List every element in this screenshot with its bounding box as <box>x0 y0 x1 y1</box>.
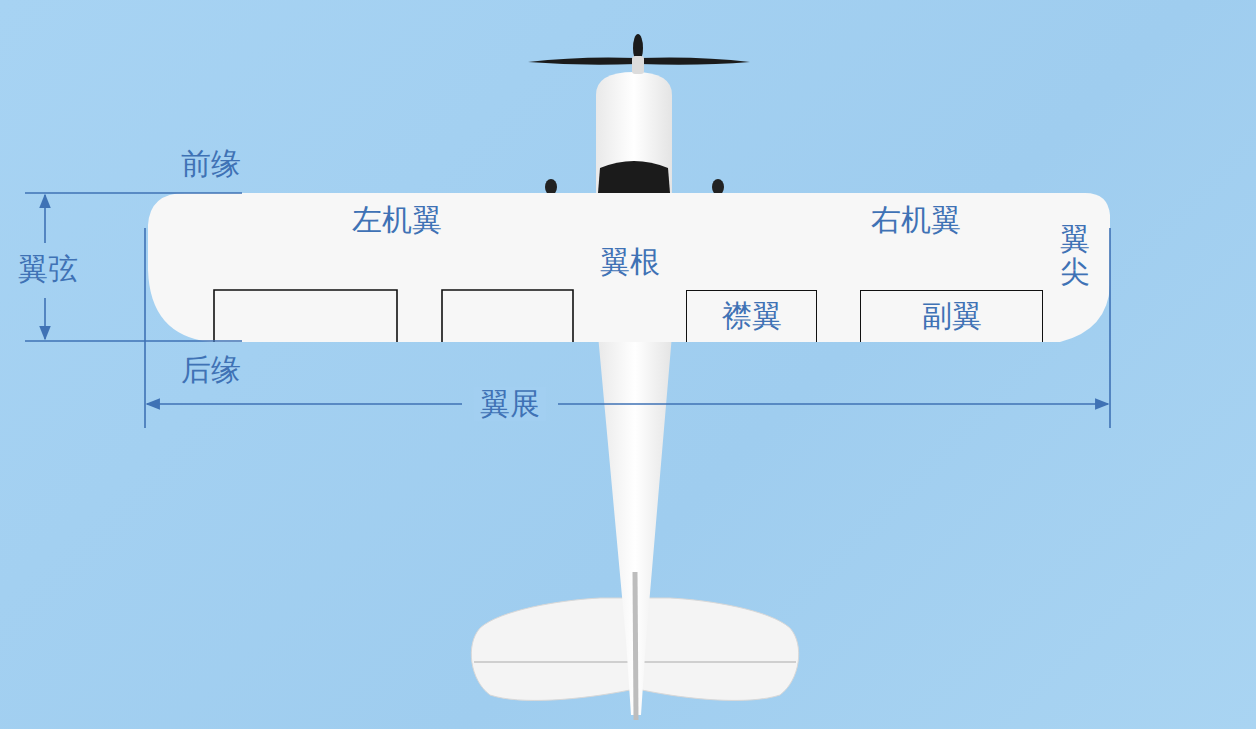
aileron-box: 副翼 <box>860 290 1043 342</box>
wingtip-label: 翼尖 <box>1060 222 1090 288</box>
wing-root-label: 翼根 <box>600 245 660 280</box>
left-wing-label: 左机翼 <box>352 203 442 238</box>
flap-box: 襟翼 <box>686 290 817 342</box>
leading-edge-label: 前缘 <box>181 147 241 182</box>
trailing-edge-label: 后缘 <box>181 353 241 388</box>
aileron-label: 副翼 <box>922 299 982 334</box>
flap-label: 襟翼 <box>722 299 782 334</box>
span-label: 翼展 <box>474 387 546 422</box>
wing-region: 左机翼翼根 右机翼襟翼 副翼 <box>148 193 1110 342</box>
right-wing-label: 右机翼 <box>871 203 961 238</box>
chord-label: 翼弦 <box>18 252 78 287</box>
